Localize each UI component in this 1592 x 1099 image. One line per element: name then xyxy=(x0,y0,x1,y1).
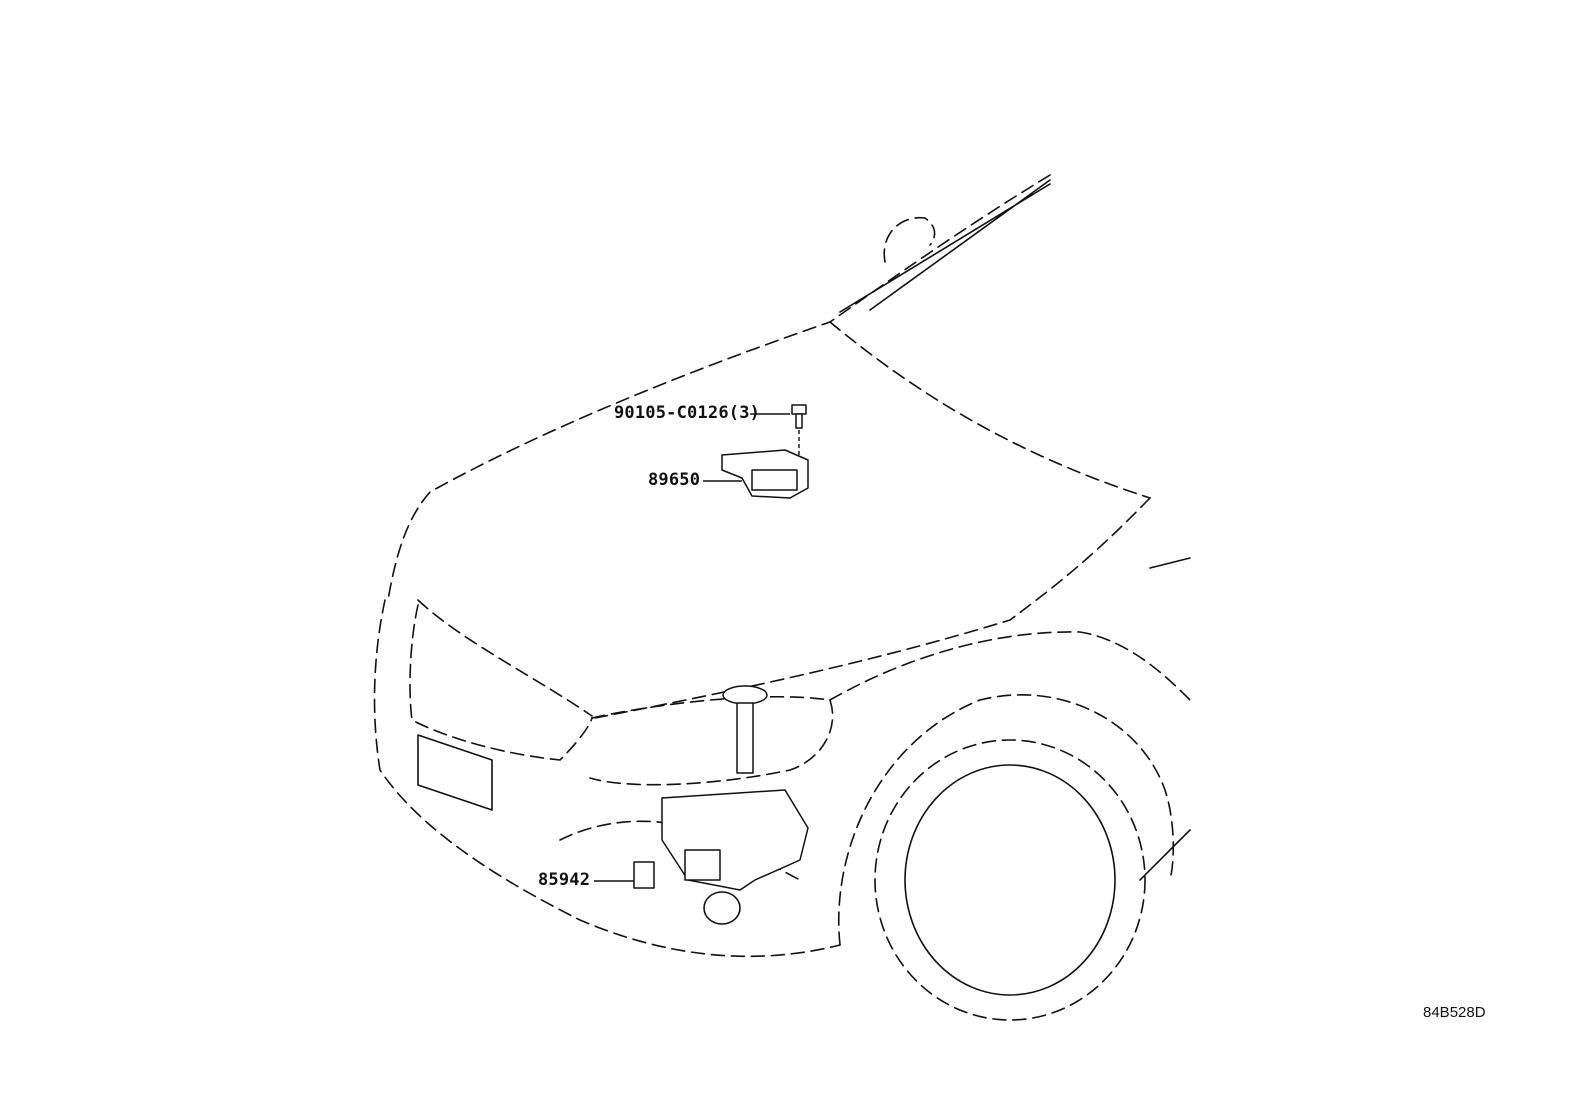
bumper-outline xyxy=(373,599,841,958)
lower-grille xyxy=(417,734,493,811)
hood-side-edge xyxy=(594,497,1151,719)
wheel-arch-outer xyxy=(838,694,1175,946)
wheel-rim xyxy=(904,764,1116,996)
horn-part xyxy=(633,861,655,889)
fender-line xyxy=(829,631,1191,701)
hood-rear-edge xyxy=(829,321,1151,499)
diagram-code: 84B528D xyxy=(1423,1004,1486,1021)
hood-front-edge xyxy=(417,599,593,717)
windshield-edge xyxy=(839,179,1051,313)
side-body-line xyxy=(1139,557,1191,881)
sensor-callout-label: 89650 xyxy=(648,470,701,490)
horn-callout-label: 85942 xyxy=(538,870,591,890)
washer-assembly xyxy=(661,685,809,891)
sensor-part xyxy=(721,449,809,499)
fog-lamp xyxy=(703,891,741,925)
mirror xyxy=(883,217,936,263)
grille-outline xyxy=(409,604,593,761)
bolt-callout-label: 90105-C0126(3) xyxy=(614,403,761,423)
headlamp-outline xyxy=(589,695,834,786)
hood-outline xyxy=(387,174,1051,601)
front-tire xyxy=(874,739,1146,1021)
bolt-part xyxy=(791,404,807,456)
